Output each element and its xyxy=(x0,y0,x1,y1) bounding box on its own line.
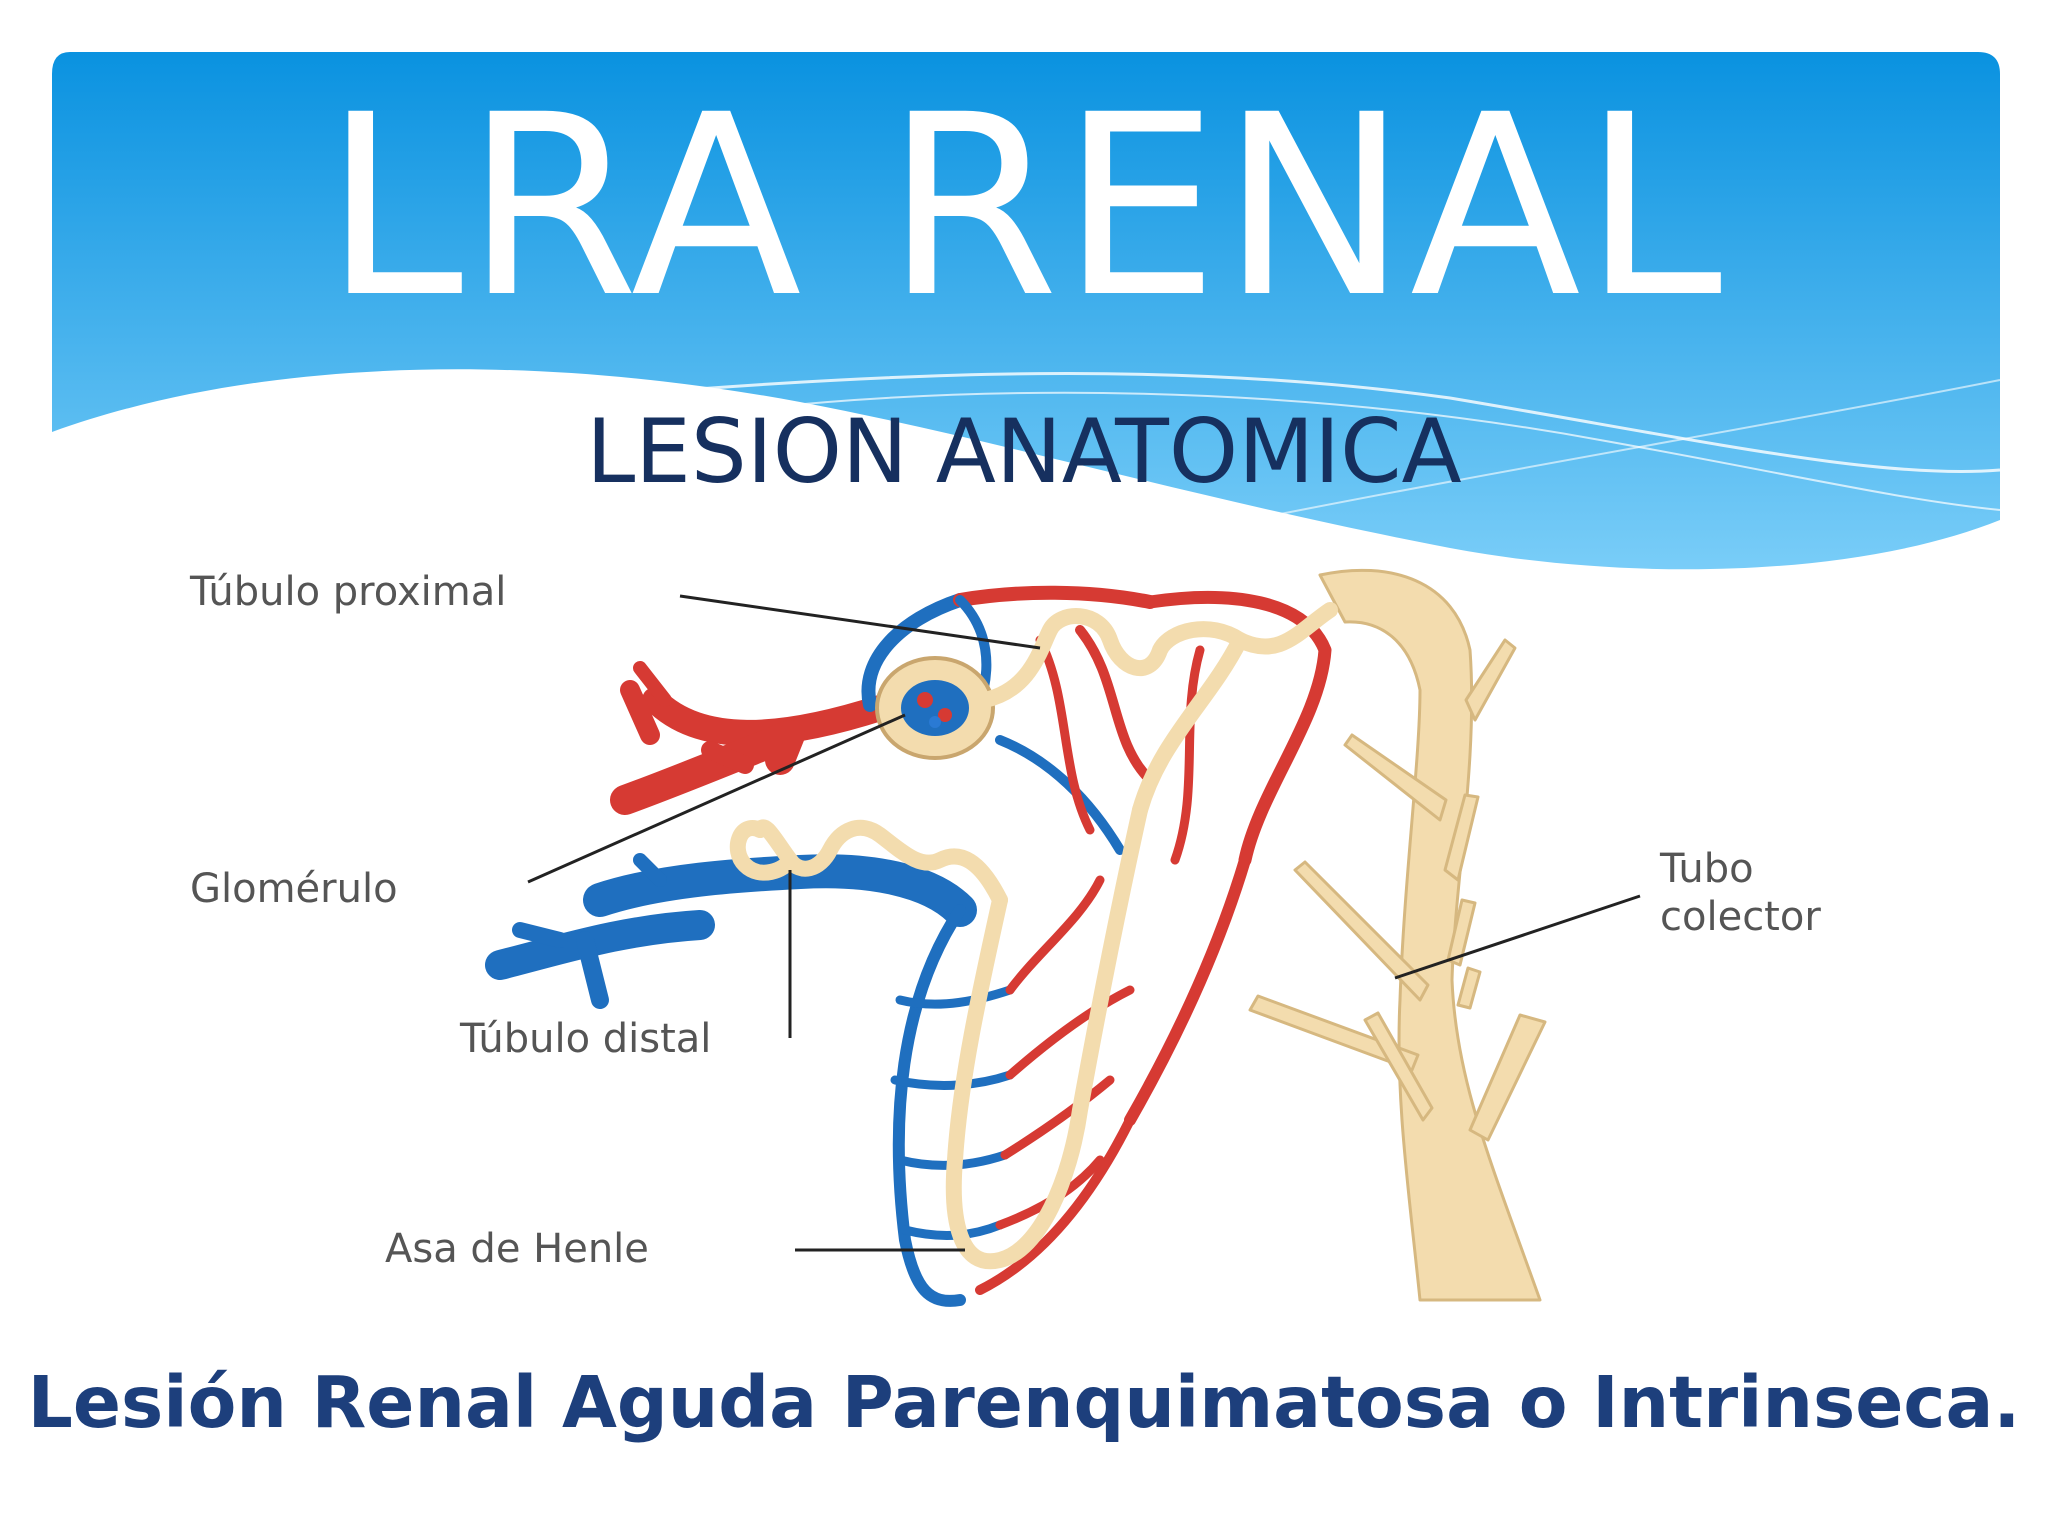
title-banner xyxy=(52,52,2001,570)
label-leader-lines xyxy=(527,594,1641,1252)
label-glomerulo: Glomérulo xyxy=(190,866,398,912)
slide-subtitle: LESION ANATOMICA xyxy=(586,400,1462,503)
slide-caption: Lesión Renal Aguda Parenquimatosa o Intr… xyxy=(27,1361,2021,1444)
banner-wave-2 xyxy=(699,391,2001,511)
label-colector: colector xyxy=(1660,894,1821,940)
label-tubo: Tubo xyxy=(1659,846,1754,892)
banner-wave-1 xyxy=(619,372,2001,473)
nephron-tubule xyxy=(729,602,1338,1270)
label-asa-de-henle: Asa de Henle xyxy=(385,1226,649,1272)
label-tubulo-proximal: Túbulo proximal xyxy=(189,569,506,615)
collecting-duct xyxy=(1248,568,1547,1302)
label-tubulo-distal: Túbulo distal xyxy=(459,1016,711,1062)
slide-title: LRA RENAL xyxy=(323,61,1725,352)
glomerulus-capsule xyxy=(875,656,995,760)
banner-wave-3 xyxy=(1249,379,2001,521)
nephron-diagram: Túbulo proximal Glomérulo Túbulo distal … xyxy=(189,568,1821,1307)
banner-background xyxy=(52,52,2000,570)
